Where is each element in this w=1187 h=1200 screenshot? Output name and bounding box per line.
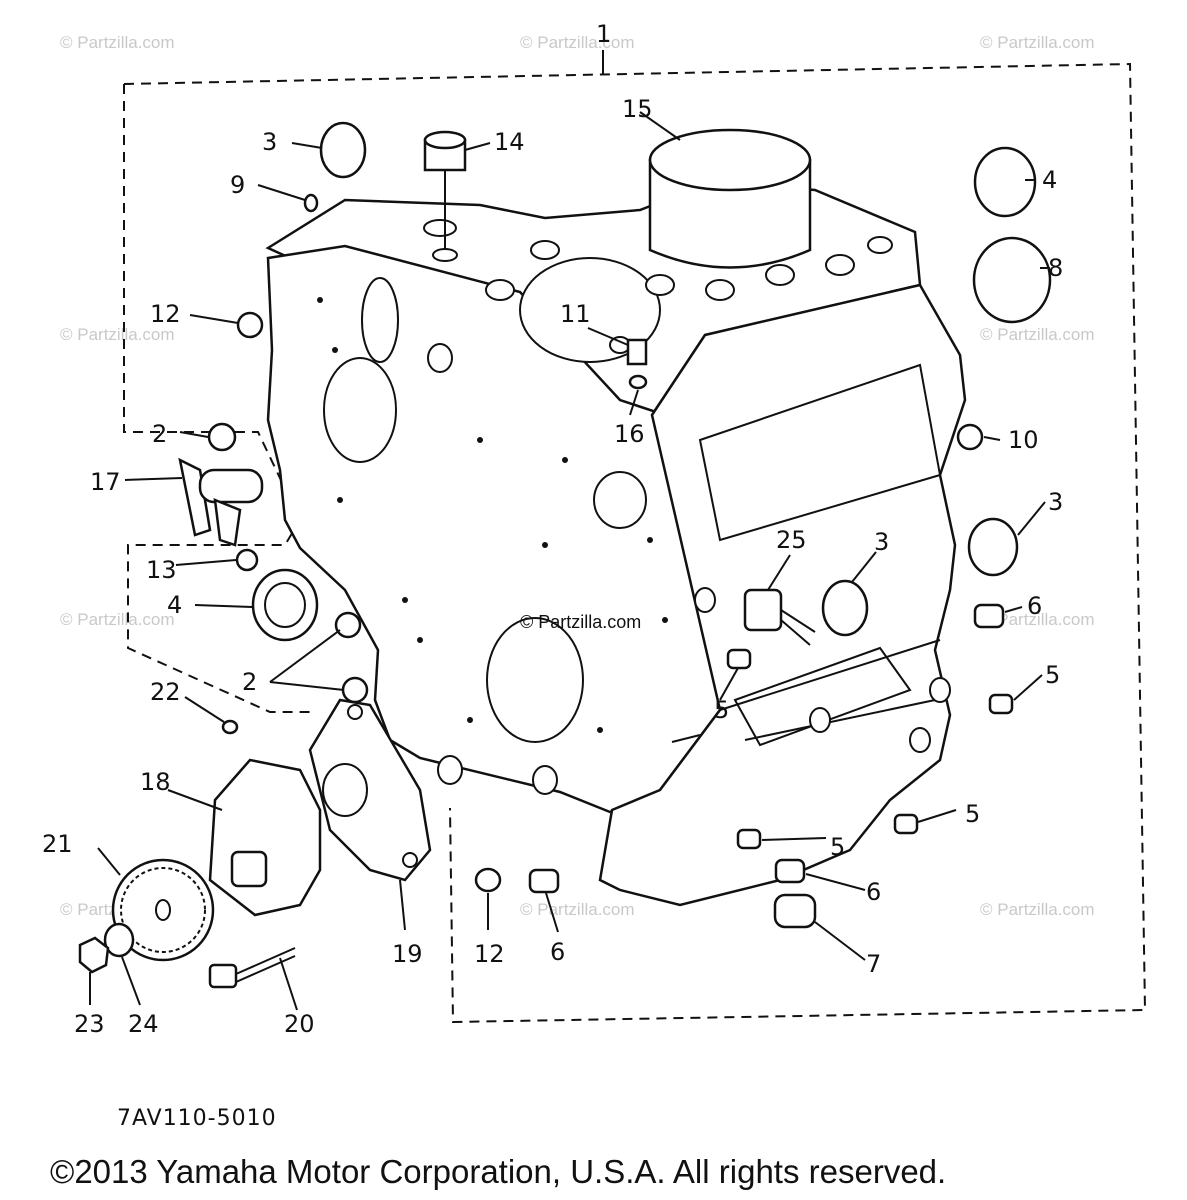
plug-bolt <box>736 828 762 850</box>
expansion-plug <box>967 517 1019 577</box>
watermark-text: © Partzilla.com <box>60 33 175 52</box>
pin <box>221 719 239 735</box>
watermark-text: © Partzilla.com <box>980 33 1095 52</box>
callout-label: 8 <box>1048 254 1063 282</box>
expansion-plug-large <box>973 146 1037 218</box>
callout-label: 1 <box>596 20 611 48</box>
callout-label: 25 <box>776 526 807 554</box>
dowel-pin <box>956 423 984 451</box>
copyright-notice: ©2013 Yamaha Motor Corporation, U.S.A. A… <box>50 1153 946 1190</box>
dowel-pin <box>236 311 264 339</box>
watermark-text: © Partzilla.com <box>520 33 635 52</box>
gasket-plate <box>972 236 1052 324</box>
callout-label: 10 <box>1008 426 1039 454</box>
watermark-text: © Partzilla.com <box>60 325 175 344</box>
engine-block <box>265 180 967 907</box>
dowel-pin <box>207 422 237 452</box>
part-code: 7AV110-5010 <box>117 1106 277 1131</box>
drive-gear <box>111 858 215 962</box>
plug-bolt <box>988 693 1014 715</box>
callout-label: 2 <box>152 420 167 448</box>
callout-label: 20 <box>284 1010 315 1038</box>
pump-gasket <box>308 698 432 882</box>
large-plug <box>773 893 817 929</box>
plug <box>973 603 1005 629</box>
plug <box>774 858 806 884</box>
callout-label: 7 <box>866 950 881 978</box>
plug-bolt <box>726 648 752 670</box>
callout-label: 19 <box>392 940 423 968</box>
watermark-text: © Partzilla.com <box>980 325 1095 344</box>
callout-label: 21 <box>42 830 73 858</box>
assembly-boundary <box>123 50 1147 1024</box>
callout-label: 13 <box>146 556 177 584</box>
callout-label: 6 <box>550 938 565 966</box>
watermark-text: © Partzilla.com <box>980 900 1095 919</box>
watermark-text: © Partzilla.com <box>520 612 641 632</box>
callout-label: 14 <box>494 128 525 156</box>
callout-label: 12 <box>150 300 181 328</box>
parts <box>78 121 1052 989</box>
nozzle-pin <box>626 338 648 366</box>
callout-label: 3 <box>1048 488 1063 516</box>
small-ball <box>303 193 319 213</box>
leader-lines <box>89 111 1050 1011</box>
callout-label: 4 <box>167 591 182 619</box>
oil-pump <box>208 758 322 917</box>
callout-label: 5 <box>1045 661 1060 689</box>
watermark-text: © Partzilla.com <box>60 610 175 629</box>
cylinder-liner <box>648 128 812 269</box>
dowel-pin <box>474 867 502 893</box>
callout-label: 5 <box>830 833 845 861</box>
callout-label: 6 <box>1027 592 1042 620</box>
plug-bolt <box>893 813 919 835</box>
callout-label: 16 <box>614 420 645 448</box>
callout-label: 2 <box>242 668 257 696</box>
callout-label: 22 <box>150 678 181 706</box>
callout-label: 6 <box>866 878 881 906</box>
callout-label: 3 <box>262 128 277 156</box>
callout-label: 17 <box>90 468 121 496</box>
nut <box>78 936 110 974</box>
callout-label: 23 <box>74 1010 105 1038</box>
callout-label: 11 <box>560 300 591 328</box>
callout-label: 9 <box>230 171 245 199</box>
dowel-pin <box>235 548 259 572</box>
drain-cock <box>178 457 264 547</box>
lock-washer <box>103 922 135 958</box>
callout-label: 24 <box>128 1010 159 1038</box>
callout-label: 4 <box>1042 166 1057 194</box>
plug <box>528 868 560 894</box>
callout-label: 18 <box>140 768 171 796</box>
watermark-text: © Partzilla.com <box>520 900 635 919</box>
callout-label: 15 <box>622 95 653 123</box>
callout-label: 3 <box>874 528 889 556</box>
dowel-pin <box>334 611 362 639</box>
drain-plug-top <box>423 130 467 262</box>
callout-label: 12 <box>474 940 505 968</box>
callout-label: 5 <box>714 696 729 724</box>
mounting-bolt <box>208 947 296 989</box>
o-ring <box>628 374 648 390</box>
oil-pressure-switch <box>743 588 816 646</box>
expansion-plug <box>821 579 869 637</box>
dowel-pin <box>341 676 369 704</box>
callout-labels: 1 2 2 3 3 3 4 4 5 5 5 5 6 6 6 7 8 9 10 1… <box>42 20 1063 1038</box>
callout-label: 5 <box>965 800 980 828</box>
expansion-plug <box>319 121 367 179</box>
oil-seal <box>251 568 319 642</box>
watermark-text: © Partzilla.com <box>980 610 1095 629</box>
